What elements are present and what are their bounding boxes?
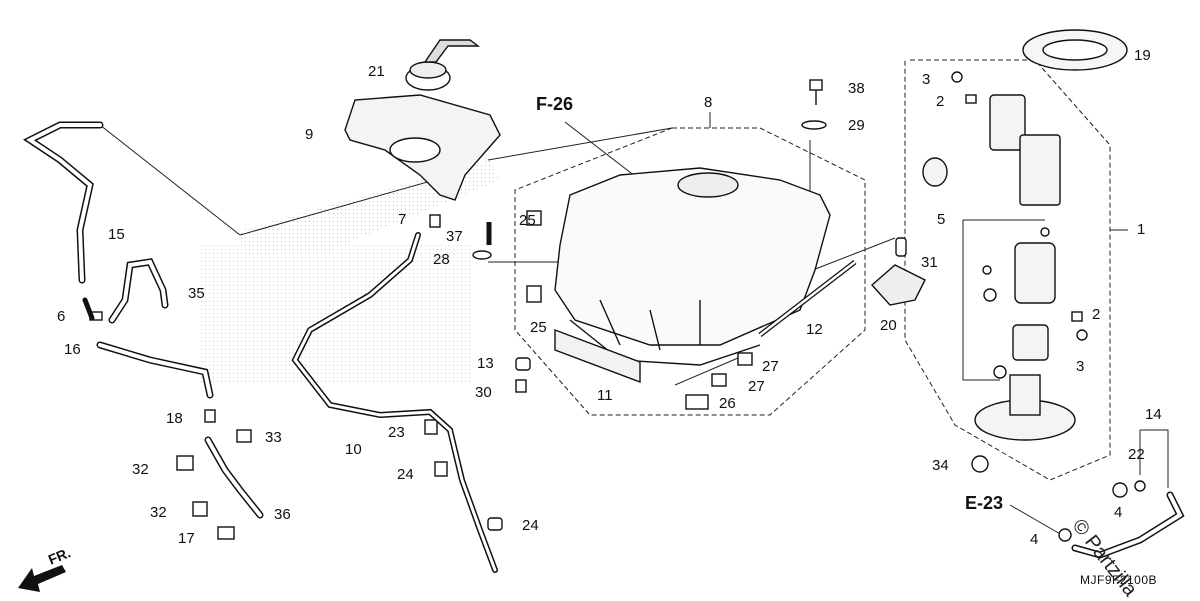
part-label[interactable]: 5 [937, 211, 946, 228]
part-label[interactable]: 21 [368, 63, 385, 80]
part-label[interactable]: 31 [921, 254, 938, 271]
reference-f26[interactable]: F-26 [536, 94, 574, 114]
part-label[interactable]: 9 [305, 126, 314, 143]
part-label[interactable]: 15 [108, 226, 125, 243]
part-label[interactable]: 2 [936, 93, 945, 110]
part-label[interactable]: 1 [1137, 221, 1146, 238]
part-label[interactable]: 27 [748, 378, 765, 395]
part-label[interactable]: 10 [345, 441, 362, 458]
part-label[interactable]: 13 [477, 355, 494, 372]
part-label[interactable]: 25 [530, 319, 547, 336]
part-label[interactable]: 23 [388, 424, 405, 441]
part-label[interactable]: 36 [274, 506, 291, 523]
part-label[interactable]: 32 [132, 461, 149, 478]
part-label[interactable]: 35 [188, 285, 205, 302]
part-label[interactable]: 11 [597, 387, 613, 404]
part-label[interactable]: 19 [1134, 47, 1151, 64]
part-label[interactable]: 29 [848, 117, 865, 134]
part-label[interactable]: 2 [1092, 306, 1101, 323]
hose-drawings [23, 121, 1185, 573]
part-label[interactable]: 14 [1145, 406, 1162, 423]
part-label[interactable]: 16 [64, 341, 81, 358]
fuel-tank-part [554, 167, 831, 366]
part-label[interactable]: 12 [806, 321, 823, 338]
front-arrow-icon [18, 565, 66, 592]
part-label[interactable]: 30 [475, 384, 492, 401]
part-label[interactable]: 34 [932, 457, 949, 474]
fuel-cap-part [405, 39, 481, 91]
part-label[interactable]: 27 [762, 358, 779, 375]
reference-e23[interactable]: E-23 [965, 493, 1004, 513]
part-label[interactable]: 33 [265, 429, 282, 446]
part-label[interactable]: 22 [1128, 446, 1145, 463]
part-label[interactable]: 25 [519, 212, 536, 229]
part-label[interactable]: 38 [848, 80, 865, 97]
part-label[interactable]: 17 [178, 530, 195, 547]
part-label[interactable]: 8 [704, 94, 713, 111]
drawing-code: MJF9F2100B [1080, 573, 1158, 587]
part-label[interactable]: 4 [1030, 531, 1039, 548]
part-label[interactable]: 4 [1114, 504, 1123, 521]
part-label[interactable]: 28 [433, 251, 450, 268]
part-label[interactable]: 24 [397, 466, 414, 483]
part-label[interactable]: 20 [880, 317, 897, 334]
part-label[interactable]: 37 [446, 228, 463, 245]
part-label[interactable]: 6 [57, 308, 66, 325]
part-label[interactable]: 3 [1076, 358, 1085, 375]
part-label[interactable]: 18 [166, 410, 183, 427]
part-label[interactable]: 32 [150, 504, 167, 521]
part-label[interactable]: 24 [522, 517, 539, 534]
part-drawings [89, 29, 1146, 542]
part-label[interactable]: 26 [719, 395, 736, 412]
leader-lines [99, 54, 1169, 536]
part-label[interactable]: 3 [922, 71, 931, 88]
fuel-pump-part [922, 94, 1076, 441]
part-label[interactable]: 7 [398, 211, 407, 228]
